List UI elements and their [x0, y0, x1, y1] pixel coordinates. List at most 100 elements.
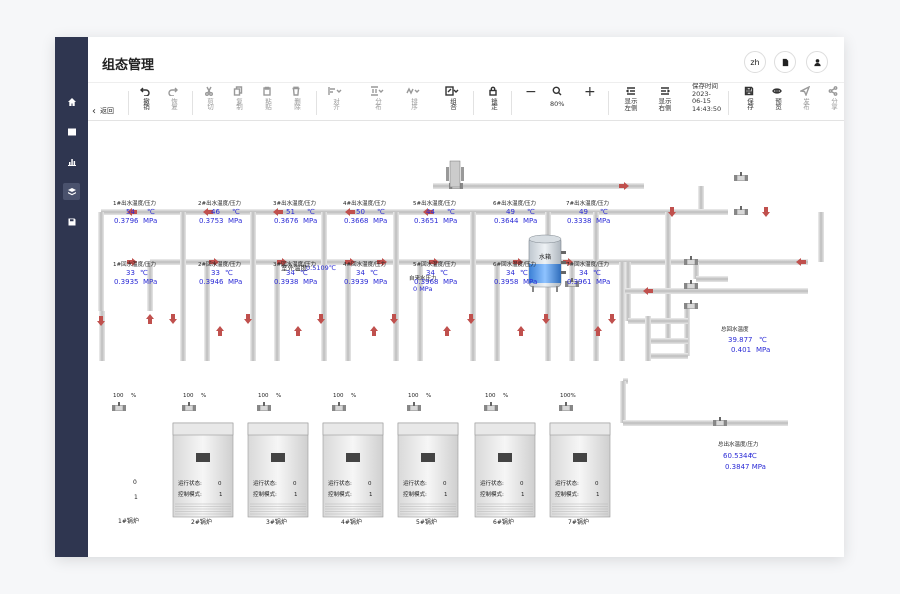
boiler-mode: 1 — [134, 494, 138, 501]
outlet-label: 7#出水温度/压力 — [566, 199, 609, 207]
copy-button[interactable]: 复制 — [233, 86, 243, 119]
zoom-out-button[interactable]: − — [525, 85, 537, 122]
user-button[interactable] — [806, 51, 828, 73]
flow-arrow-l — [643, 287, 653, 295]
undo-button[interactable]: 撤销 — [140, 86, 150, 119]
outlet-temp-unit: ℃ — [527, 208, 535, 216]
boiler-state-label: 运行状态: — [403, 479, 427, 487]
return-temp: 39.877 — [728, 336, 753, 344]
distribute-button[interactable]: 分布 — [370, 86, 384, 119]
layers-icon[interactable] — [63, 183, 80, 200]
cut-button[interactable]: 剪切 — [204, 86, 214, 119]
outlet-temp-unit: ℃ — [147, 208, 155, 216]
plus-icon: + — [584, 84, 596, 100]
flow-arrow-u — [294, 326, 302, 336]
zoom-in-button[interactable]: + — [584, 84, 596, 122]
return-label: 1#回水温度/压力 — [113, 260, 156, 268]
outlet-pressure-unit: MPa — [443, 217, 457, 225]
flow-arrow-u — [370, 326, 378, 336]
preview-button[interactable]: 预览 — [772, 86, 782, 119]
boiler-top — [397, 422, 459, 436]
flow-arrow-r — [345, 258, 355, 266]
search-icon — [552, 86, 562, 96]
language-button[interactable]: zh — [744, 51, 766, 73]
redo-button[interactable]: 恢复 — [168, 86, 178, 119]
outdoor-temp-label: 室外温度: — [281, 263, 309, 272]
pipe-segment — [645, 316, 651, 361]
publish-button[interactable]: 发布 — [800, 86, 810, 119]
show-left-button[interactable]: 显示左侧 — [624, 86, 638, 119]
order-icon — [406, 87, 420, 95]
pipe-segment — [99, 311, 105, 361]
boiler-state: 0 — [595, 481, 599, 487]
flow-arrow-d — [169, 314, 177, 324]
delete-button[interactable]: 删除 — [291, 86, 301, 119]
boiler-mode: 1 — [596, 492, 600, 498]
return-pressure-unit: MPa — [303, 278, 317, 286]
flow-arrow-u — [517, 326, 525, 336]
flow-arrow-r — [513, 258, 523, 266]
outlet-temp-unit: ℃ — [377, 208, 385, 216]
share-icon — [828, 86, 838, 96]
order-button[interactable]: 排序 — [406, 86, 420, 119]
show-right-button[interactable]: 显示右侧 — [658, 86, 672, 119]
pipe-segment — [665, 212, 671, 341]
return-pressure-unit: MPa — [228, 278, 242, 286]
boiler-body — [172, 422, 234, 518]
pipe-segment — [274, 262, 280, 361]
page-title: 组态管理 — [102, 58, 155, 73]
pipe-segment — [204, 262, 210, 361]
boiler-state-label: 运行状态: — [253, 479, 277, 487]
outlet-temp: 49 — [579, 208, 588, 216]
outlet-pressure-unit: MPa — [303, 217, 317, 225]
tap-pressure-label: 自来水压力 — [409, 274, 437, 282]
pipe-segment — [623, 420, 788, 426]
chart-icon[interactable] — [63, 153, 80, 170]
boiler-mode: 1 — [521, 492, 525, 498]
supply-temp: 60.5344 — [723, 452, 752, 460]
share-button[interactable]: 分享 — [828, 86, 838, 119]
pipe-segment — [417, 262, 423, 361]
boiler-name: 7#锅炉 — [568, 518, 589, 526]
home-icon[interactable] — [63, 93, 80, 110]
valve-icon — [407, 402, 421, 411]
boiler-display — [271, 453, 285, 462]
pipe-segment — [569, 262, 575, 361]
back-button[interactable]: ‹返回 — [92, 106, 114, 117]
document-button[interactable] — [774, 51, 796, 73]
paste-button[interactable]: 粘贴 — [262, 86, 272, 119]
pipe-segment — [620, 381, 626, 423]
save-button[interactable]: 保存 — [744, 86, 754, 119]
boiler-state: 0 — [443, 481, 447, 487]
pipe-segment — [628, 318, 688, 324]
boiler-name: 3#锅炉 — [266, 518, 287, 526]
outlet-temp-unit: ℃ — [447, 208, 455, 216]
valve-icon — [734, 206, 748, 215]
lock-button[interactable]: 锁定 — [488, 86, 498, 119]
boiler-display — [573, 453, 587, 462]
return-temp: 33 — [126, 269, 135, 277]
app-window: 组态管理 zh ‹返回 撤销 恢复 剪切 复制 粘贴 删除 对齐 分布 排序 组… — [55, 37, 844, 557]
flow-arrow-u — [146, 314, 154, 324]
valve-opening-unit: % — [276, 393, 281, 399]
boiler-body — [247, 422, 309, 518]
save-icon[interactable] — [63, 213, 80, 230]
image-icon[interactable] — [63, 123, 80, 140]
zoom-reset-button[interactable]: 80% — [550, 86, 564, 119]
flow-arrow-d — [542, 314, 550, 324]
pipe-segment — [345, 262, 351, 361]
group-button[interactable]: 组合 — [445, 86, 459, 119]
align-button[interactable]: 对齐 — [328, 86, 342, 119]
boiler-state: 0 — [520, 481, 524, 487]
scada-canvas: 水箱 室外温度: 0.5109℃ 自来水压力 0 MPa 总回水温度 39.87… — [88, 121, 844, 557]
valve-opening: 100 — [183, 393, 194, 399]
boiler-mode-label: 控制模式: — [178, 490, 202, 498]
return-label: 4#回水温度/压力 — [343, 260, 386, 268]
outlet-temp: 50 — [356, 208, 365, 216]
boiler-mode-label: 控制模式: — [253, 490, 277, 498]
boiler-state: 0 — [218, 481, 222, 487]
align-icon — [328, 87, 342, 95]
